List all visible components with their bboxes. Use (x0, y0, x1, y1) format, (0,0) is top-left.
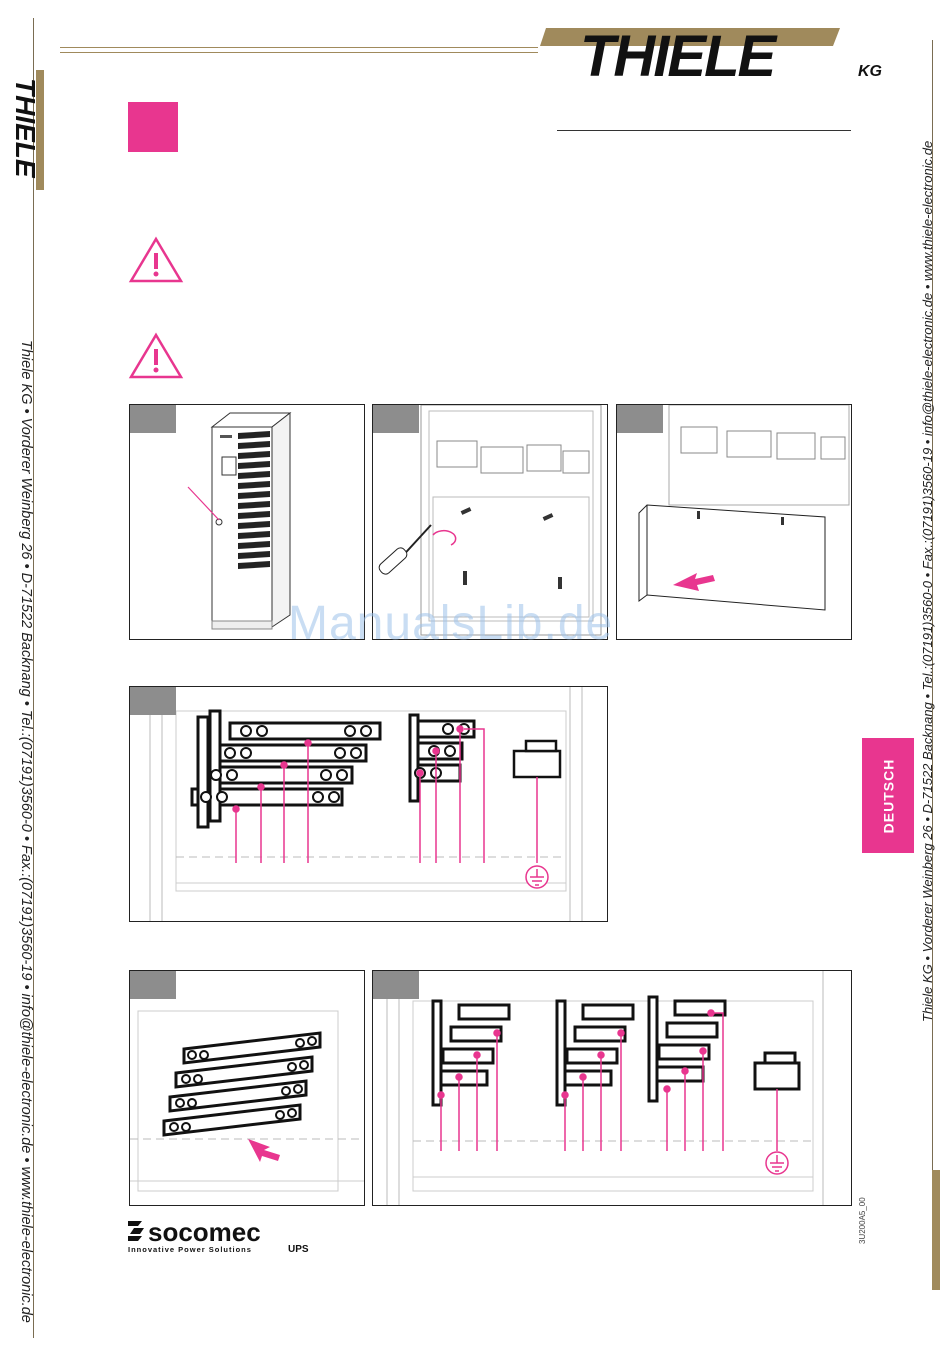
side-logo-left: THIELE (10, 70, 44, 190)
step-tab (617, 405, 663, 433)
left-border-line (33, 18, 34, 1338)
language-tab: DEUTSCH (862, 738, 914, 853)
header-rule (60, 47, 538, 53)
doc-reference: 3U200A5_00 (858, 1197, 867, 1244)
contact-left-text: Thiele KG • Vorderer Weinberg 26 • D-715… (18, 340, 34, 1323)
step-tab (130, 687, 176, 715)
step-6-panel (372, 970, 852, 1206)
step-tab (373, 971, 419, 999)
heading-rule (557, 130, 851, 131)
ups-cabinet-illustration (187, 411, 292, 630)
socomec-name: socomec (148, 1218, 261, 1247)
warning-triangle-icon (128, 332, 184, 379)
side-logo-right: THIELE (932, 1170, 940, 1290)
socomec-product: UPS (288, 1244, 309, 1254)
step-3-panel (616, 404, 852, 640)
step-2-panel (372, 404, 608, 640)
cover-removal-illustration (638, 405, 850, 611)
earth-ground-icon (765, 1151, 789, 1175)
svg-text:THIELE: THIELE (935, 1183, 940, 1284)
socomec-tagline: Innovative Power Solutions (128, 1245, 252, 1254)
svg-text:THIELE: THIELE (10, 78, 41, 179)
earth-ground-icon (525, 865, 549, 889)
logo-suffix: KG (858, 63, 882, 80)
full-connection-illustration (386, 971, 824, 1205)
step-tab (373, 405, 419, 433)
step-5-panel (129, 970, 365, 1206)
step-4-panel (129, 686, 608, 922)
step-tab (130, 405, 176, 433)
watermark: ManualsLib.de (288, 597, 614, 650)
screw-removal-illustration (378, 405, 602, 636)
contact-right-text: Thiele KG • Vorderer Weinberg 26 • D-715… (920, 140, 935, 1022)
socomec-logo: socomec Innovative Power Solutions UPS (128, 1218, 309, 1254)
section-marker (128, 102, 178, 152)
step-tab (130, 971, 176, 999)
language-tab-label: DEUTSCH (880, 758, 897, 833)
logo-text: THIELE (580, 24, 779, 82)
busbar-connection-illustration (149, 687, 583, 921)
thiele-logo: THIELE KG (540, 24, 882, 82)
right-border-line (932, 40, 933, 1260)
contact-left: Thiele KG • Vorderer Weinberg 26 • D-715… (12, 340, 42, 1323)
warning-triangle-icon (128, 236, 184, 283)
step-1-panel (129, 404, 365, 640)
busbar-removal-illustration (130, 1010, 364, 1192)
